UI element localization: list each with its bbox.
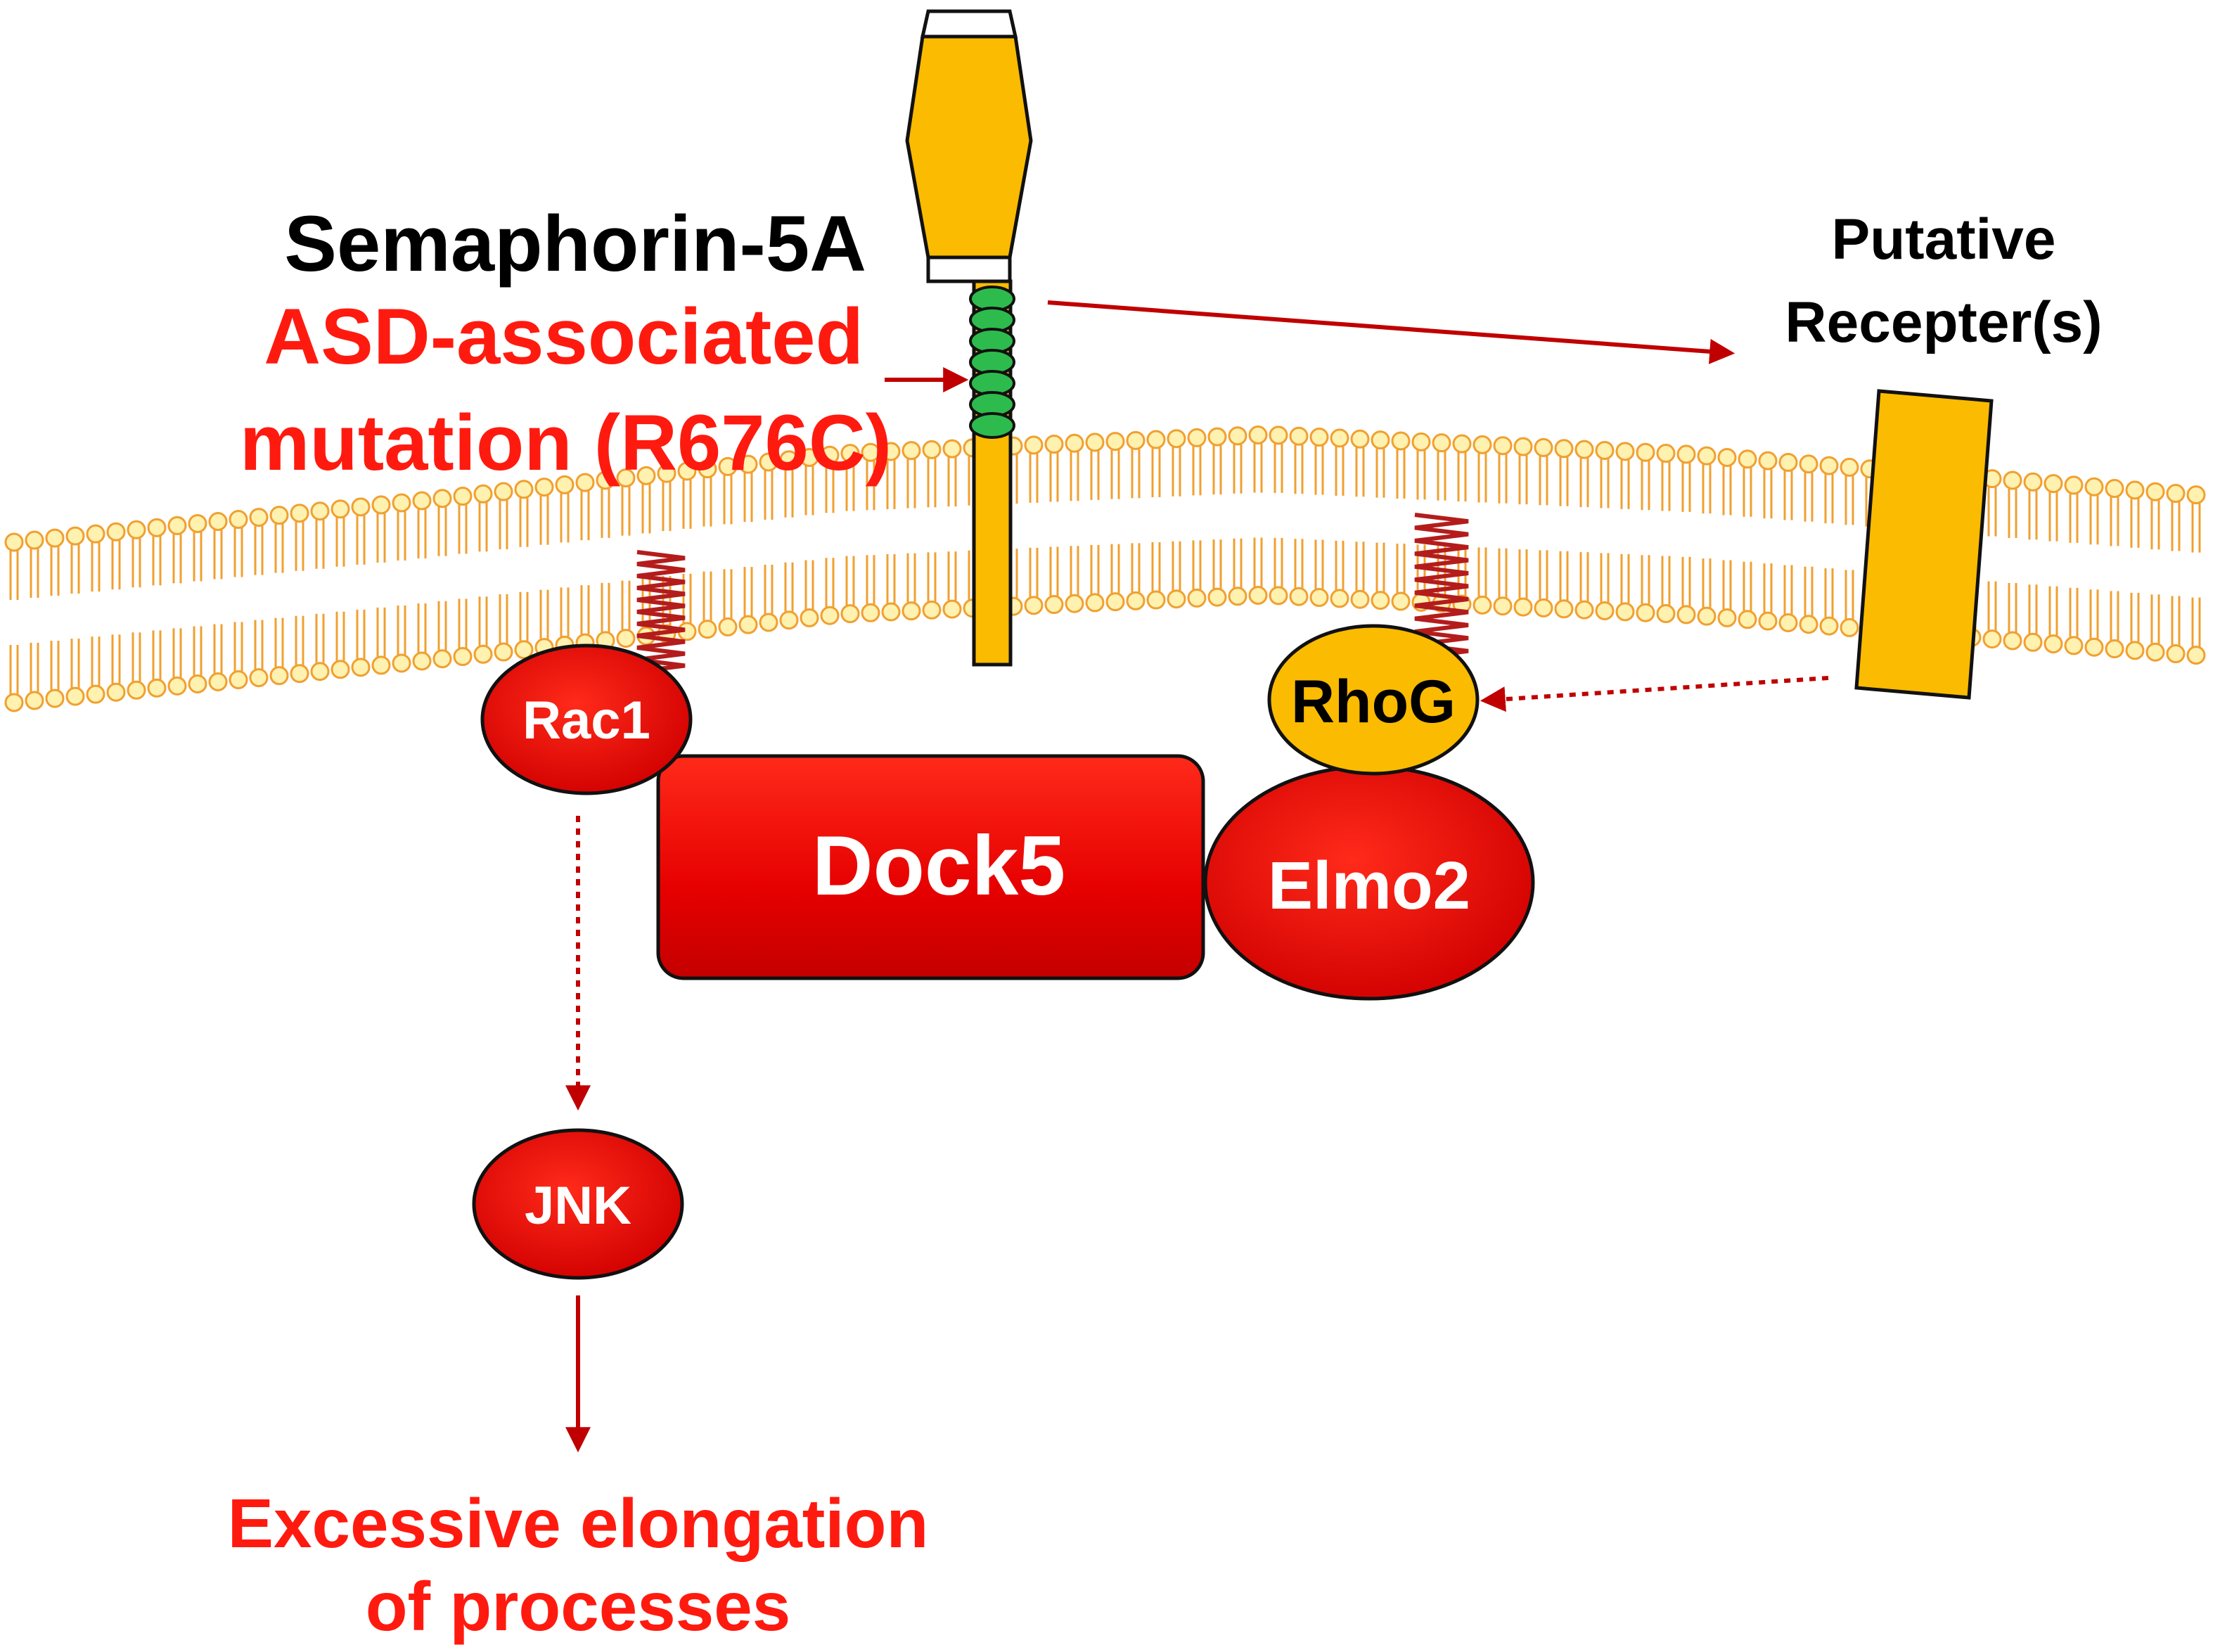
rac1-lipid-anchor [636, 550, 686, 674]
mutation-label-line1: ASD-associated [264, 293, 864, 380]
receptor-to-rhog-arrow [1480, 676, 1829, 712]
outcome-label-line2: of processes [366, 1568, 791, 1645]
jnk-label: JNK [525, 1176, 631, 1236]
dock5-label: Dock5 [812, 819, 1065, 913]
outcome-label-line1: Excessive elongation [228, 1485, 929, 1562]
semaphorin-5a-label: Semaphorin-5A [284, 200, 866, 288]
rhog-lipid-anchor [1414, 513, 1469, 660]
receptor-label-line1: Putative [1832, 207, 2056, 271]
rhog-protein [1267, 624, 1480, 776]
mutation-label-line2: mutation (R676C) [240, 399, 892, 487]
rhog-label: RhoG [1291, 668, 1456, 736]
rac1-label: Rac1 [522, 691, 650, 750]
putative-receptor [1854, 389, 1994, 700]
thrombospondin-repeats [969, 286, 1015, 439]
rac1-protein [480, 643, 693, 795]
sema-to-receptor-arrow [1047, 300, 1735, 364]
dock5-protein [656, 754, 1205, 980]
receptor-label-line2: Recepter(s) [1785, 290, 2102, 354]
elmo2-label: Elmo2 [1268, 848, 1470, 923]
semaphorin-5a-protein [905, 9, 1033, 667]
jnk-protein [472, 1128, 684, 1280]
